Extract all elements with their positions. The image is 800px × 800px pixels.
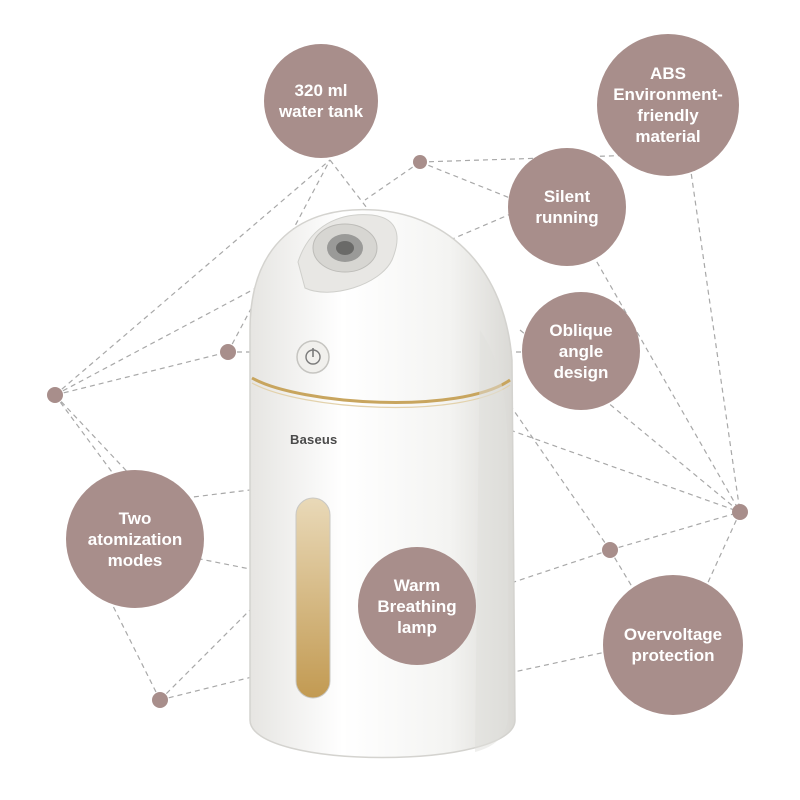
feature-label: Warm Breathing lamp [377,575,457,637]
humidifier [249,208,516,759]
network-dots [47,155,748,708]
feature-label: Two atomization modes [87,508,183,570]
brand-logo: Baseus [290,432,338,447]
feature-abs-material: ABS Environment- friendly material [597,34,739,176]
feature-label: Overvoltage protection [623,625,723,665]
feature-label: Oblique angle design [549,320,613,382]
feature-label: Silent running [535,187,599,227]
feature-water-tank: 320 ml water tank [264,44,378,158]
feature-label: 320 ml water tank [278,81,364,121]
feature-atomization-modes: Two atomization modes [66,470,204,608]
dashed-network [54,154,741,701]
feature-oblique-angle: Oblique angle design [522,292,640,410]
feature-breathing-lamp: Warm Breathing lamp [358,547,476,665]
feature-label: ABS Environment- friendly material [613,64,723,146]
feature-overvoltage: Overvoltage protection [603,575,743,715]
feature-silent-running: Silent running [508,148,626,266]
